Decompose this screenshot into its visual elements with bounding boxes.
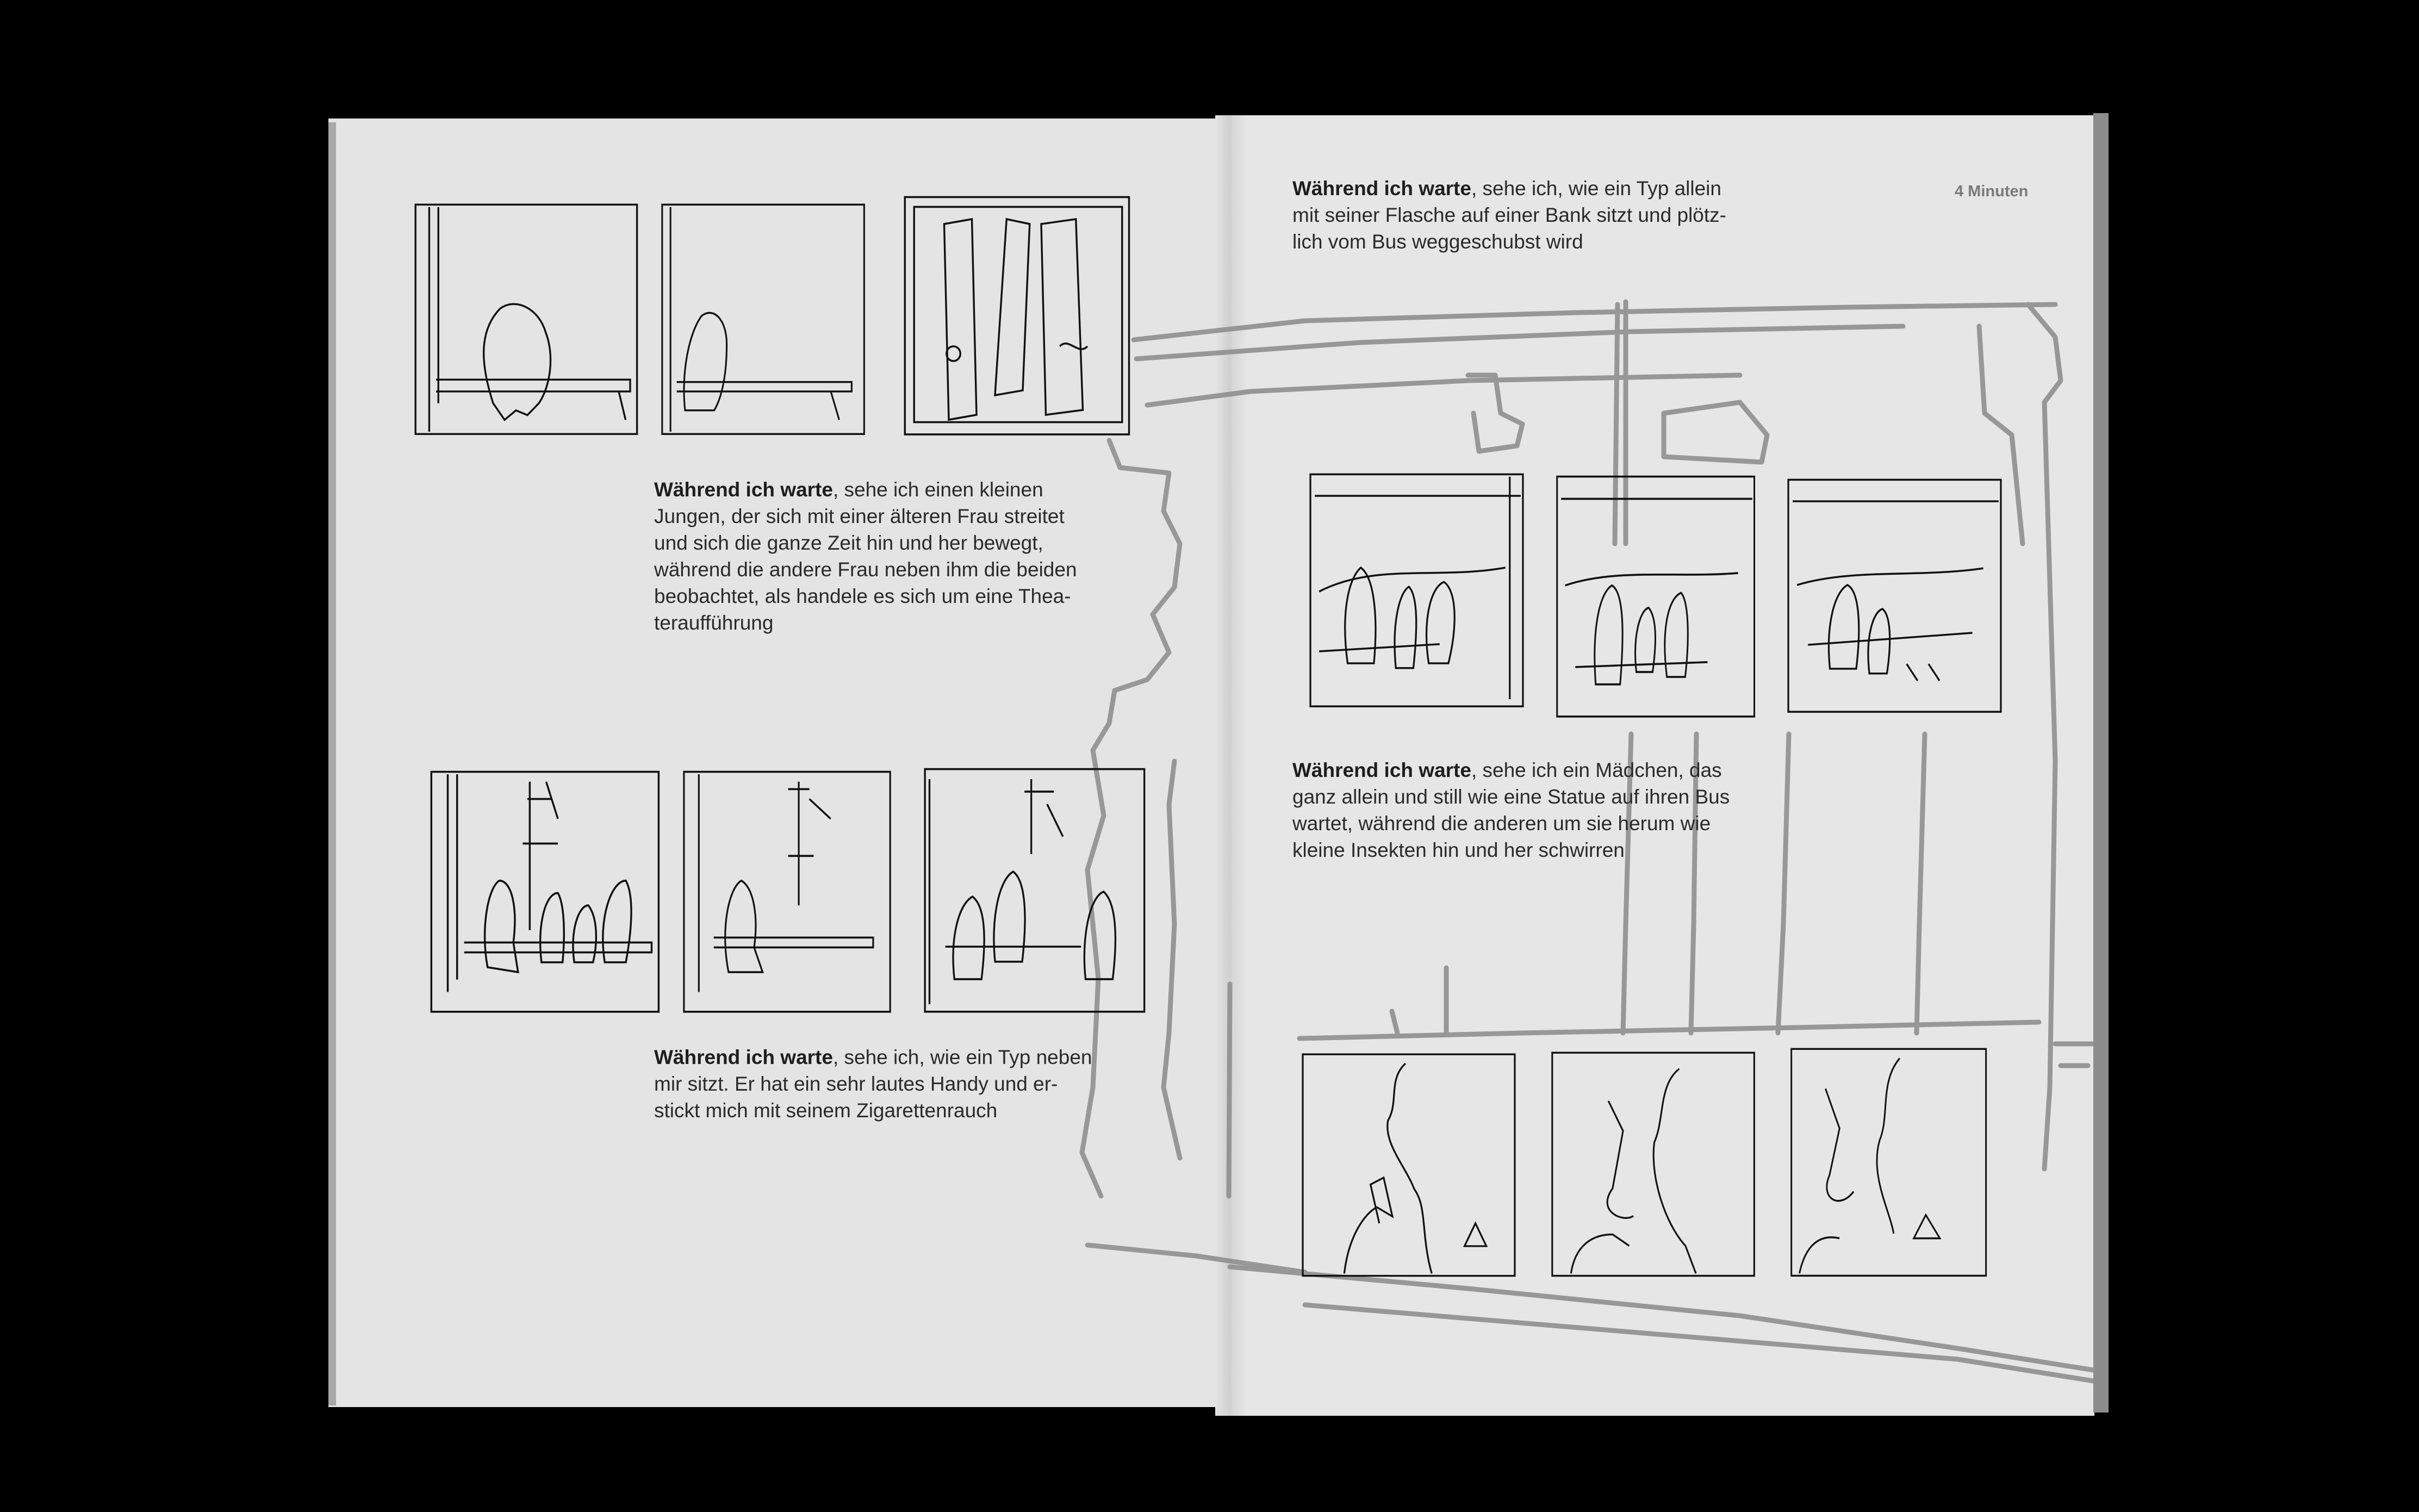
caption-lead: Während ich warte [654, 478, 833, 501]
caption-line: , sehe ich, wie ein Typ neben [832, 1046, 1092, 1068]
caption-line: , sehe ich ein Mädchen, das [1471, 759, 1722, 781]
caption-line: Jungen, der sich mit einer älteren Frau … [654, 505, 1065, 527]
caption-lead: Während ich warte [654, 1046, 833, 1068]
sketch-panel-crowd-3 [1786, 477, 2005, 717]
caption-line: , sehe ich einen kleinen [832, 478, 1043, 501]
caption-line: und sich die ganze Zeit hin und her bewe… [654, 532, 1043, 554]
caption-line: stickt mich mit seinem Zigarettenrauch [654, 1099, 998, 1122]
caption-line: teraufführung [654, 612, 774, 634]
sketch-panel-man-with-phone [682, 769, 894, 1017]
page-edge-right [2093, 113, 2109, 1413]
caption-lead: Während ich warte [1292, 759, 1471, 781]
sketch-panel-portrait-phone [1550, 1050, 1758, 1280]
sketch-panel-bus-stop-group [429, 769, 663, 1017]
sketch-panel-crowd-1 [1308, 472, 1527, 711]
book-gutter [1215, 115, 1248, 1416]
caption-boy-and-woman: Während ich warte, sehe ich einen kleine… [654, 476, 1143, 636]
page-edge-left [328, 122, 336, 1405]
caption-line: kleine Insekten hin und her schwirren [1292, 839, 1625, 861]
sketch-panel-portrait-smoking [1789, 1047, 1990, 1280]
caption-line: ganz allein und still wie eine Statue au… [1292, 786, 1730, 808]
caption-lead: Während ich warte [1292, 177, 1471, 200]
duration-label: 4 Minuten [1955, 183, 2029, 200]
caption-line: , sehe ich, wie ein Typ allein [1471, 177, 1721, 200]
caption-line: wartet, während die anderen um sie herum… [1292, 812, 1711, 835]
sketch-panel-man-on-bench-2 [660, 202, 868, 439]
caption-girl-like-statue: Während ich warte, sehe ich ein Mädchen,… [1292, 757, 1782, 863]
sketch-panel-portrait-reading [1301, 1052, 1519, 1280]
sketch-panel-man-on-bench-1 [413, 202, 642, 439]
caption-line: mir sitzt. Er hat ein sehr lautes Handy … [654, 1073, 1058, 1095]
caption-man-with-phone: Während ich warte, sehe ich, wie ein Typ… [654, 1044, 1143, 1124]
sketch-panel-smoking-man [923, 767, 1149, 1017]
caption-line: beobachtet, als handele es sich um eine … [654, 585, 1071, 607]
sketch-panel-bus-doors [903, 195, 1134, 439]
caption-man-with-bottle: Während ich warte, sehe ich, wie ein Typ… [1292, 175, 1782, 255]
caption-line: während die andere Frau neben ihm die be… [654, 558, 1077, 581]
caption-line: mit seiner Flasche auf einer Bank sitzt … [1292, 204, 1726, 226]
sketch-panel-crowd-2 [1555, 474, 1758, 721]
caption-line: lich vom Bus weggeschubst wird [1292, 231, 1583, 253]
